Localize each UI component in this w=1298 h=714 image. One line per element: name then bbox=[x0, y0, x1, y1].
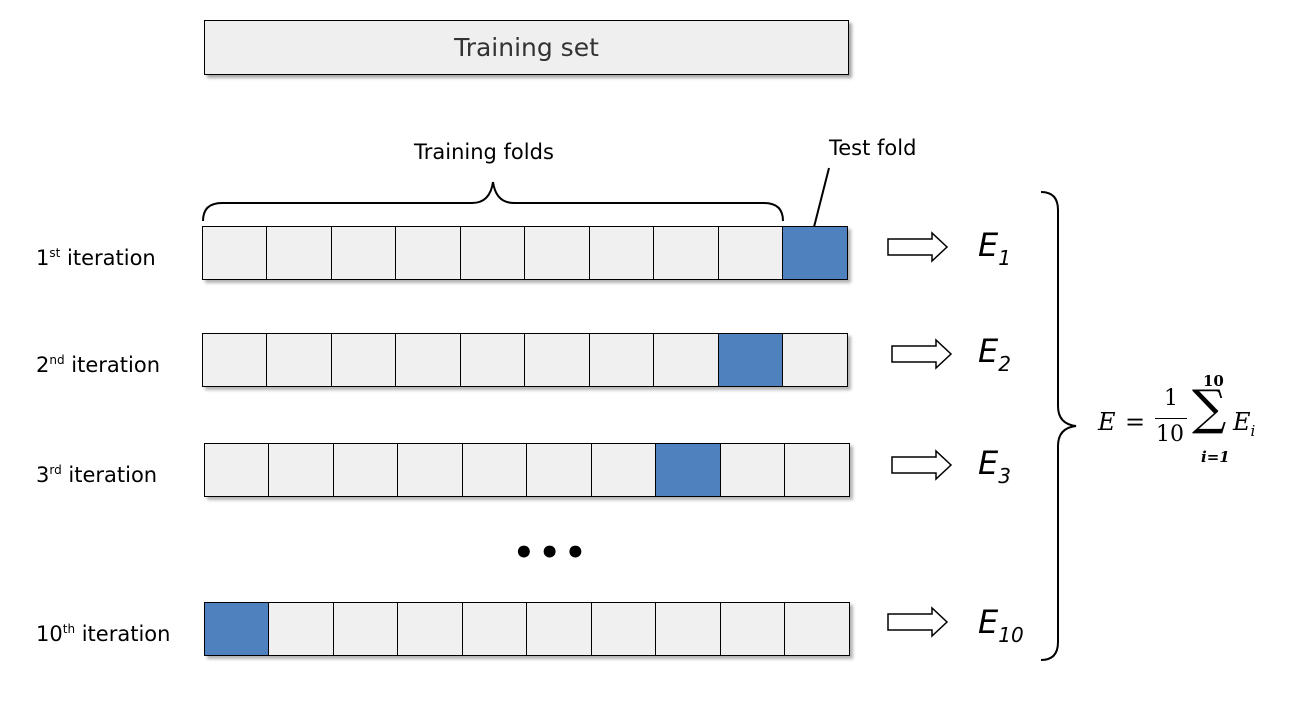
sum-lower-limit: i=1 bbox=[1201, 448, 1230, 466]
formula-equals: = bbox=[1125, 408, 1146, 436]
test-fold-cell bbox=[655, 443, 722, 497]
training-fold-cell bbox=[526, 443, 593, 497]
training-fold-cell bbox=[204, 443, 270, 497]
test-fold-cell bbox=[717, 333, 784, 387]
training-fold-cell bbox=[524, 333, 591, 387]
sum-symbol: ∑ bbox=[1192, 380, 1227, 436]
iteration-label-3: 3rd iteration bbox=[36, 463, 158, 487]
fold-row-1 bbox=[202, 226, 849, 280]
training-fold-cell bbox=[397, 443, 464, 497]
training-fold-cell bbox=[590, 443, 657, 497]
training-fold-cell bbox=[268, 443, 335, 497]
test-fold-cell bbox=[204, 602, 270, 656]
training-fold-cell bbox=[655, 602, 722, 656]
arrow-icon-1 bbox=[887, 231, 949, 263]
test-fold-label: Test fold bbox=[829, 136, 917, 160]
training-fold-cell bbox=[719, 443, 786, 497]
training-fold-cell bbox=[590, 602, 657, 656]
training-fold-cell bbox=[461, 443, 528, 497]
average-error-formula: E = 1 10 10 ∑ i=1 Ei bbox=[1098, 372, 1278, 482]
training-fold-cell bbox=[461, 602, 528, 656]
training-fold-cell bbox=[330, 333, 397, 387]
sum-upper-limit: 10 bbox=[1203, 372, 1224, 390]
training-fold-cell bbox=[588, 333, 655, 387]
training-fold-cell bbox=[782, 333, 849, 387]
training-fold-cell bbox=[268, 602, 335, 656]
training-fold-cell bbox=[397, 602, 464, 656]
fold-row-3 bbox=[204, 443, 851, 497]
iteration-label-1: 1st iteration bbox=[36, 246, 156, 270]
error-e3: E3 bbox=[978, 444, 1011, 488]
training-fold-cell bbox=[653, 226, 720, 280]
training-set-label: Training set bbox=[454, 33, 599, 62]
training-folds-label: Training folds bbox=[414, 140, 554, 164]
training-fold-cell bbox=[202, 226, 268, 280]
training-fold-cell bbox=[202, 333, 268, 387]
formula-term: Ei bbox=[1233, 408, 1256, 440]
training-fold-cell bbox=[332, 443, 399, 497]
fold-row-2 bbox=[202, 333, 849, 387]
error-e1: E1 bbox=[978, 226, 1011, 270]
training-fold-cell bbox=[526, 602, 593, 656]
arrow-icon-2 bbox=[891, 338, 953, 370]
training-set-box: Training set bbox=[204, 20, 849, 75]
formula-numerator: 1 bbox=[1164, 386, 1178, 411]
training-fold-cell bbox=[459, 333, 526, 387]
training-fold-cell bbox=[784, 443, 851, 497]
error-e2: E2 bbox=[978, 332, 1011, 376]
training-fold-cell bbox=[395, 226, 462, 280]
training-fold-cell bbox=[653, 333, 720, 387]
training-fold-cell bbox=[717, 226, 784, 280]
fold-row-10 bbox=[204, 602, 851, 656]
ellipsis: ••• bbox=[513, 533, 591, 573]
sum-brace bbox=[1040, 191, 1077, 661]
formula-denominator: 10 bbox=[1156, 422, 1184, 447]
arrow-icon-3 bbox=[891, 449, 953, 481]
training-fold-cell bbox=[332, 602, 399, 656]
test-fold-cell bbox=[782, 226, 849, 280]
training-fold-cell bbox=[784, 602, 851, 656]
training-fold-cell bbox=[266, 226, 333, 280]
training-fold-cell bbox=[719, 602, 786, 656]
training-fold-cell bbox=[330, 226, 397, 280]
formula-lhs: E bbox=[1098, 408, 1116, 436]
iteration-label-2: 2nd iteration bbox=[36, 353, 161, 377]
training-fold-cell bbox=[395, 333, 462, 387]
fraction-bar bbox=[1155, 418, 1187, 419]
training-fold-cell bbox=[266, 333, 333, 387]
training-fold-cell bbox=[459, 226, 526, 280]
arrow-icon-4 bbox=[887, 606, 949, 638]
training-fold-cell bbox=[524, 226, 591, 280]
training-folds-brace bbox=[202, 181, 784, 222]
error-e10: E10 bbox=[978, 603, 1024, 647]
iteration-label-10: 10th iteration bbox=[36, 622, 171, 646]
test-fold-pointer bbox=[813, 167, 830, 228]
training-fold-cell bbox=[588, 226, 655, 280]
